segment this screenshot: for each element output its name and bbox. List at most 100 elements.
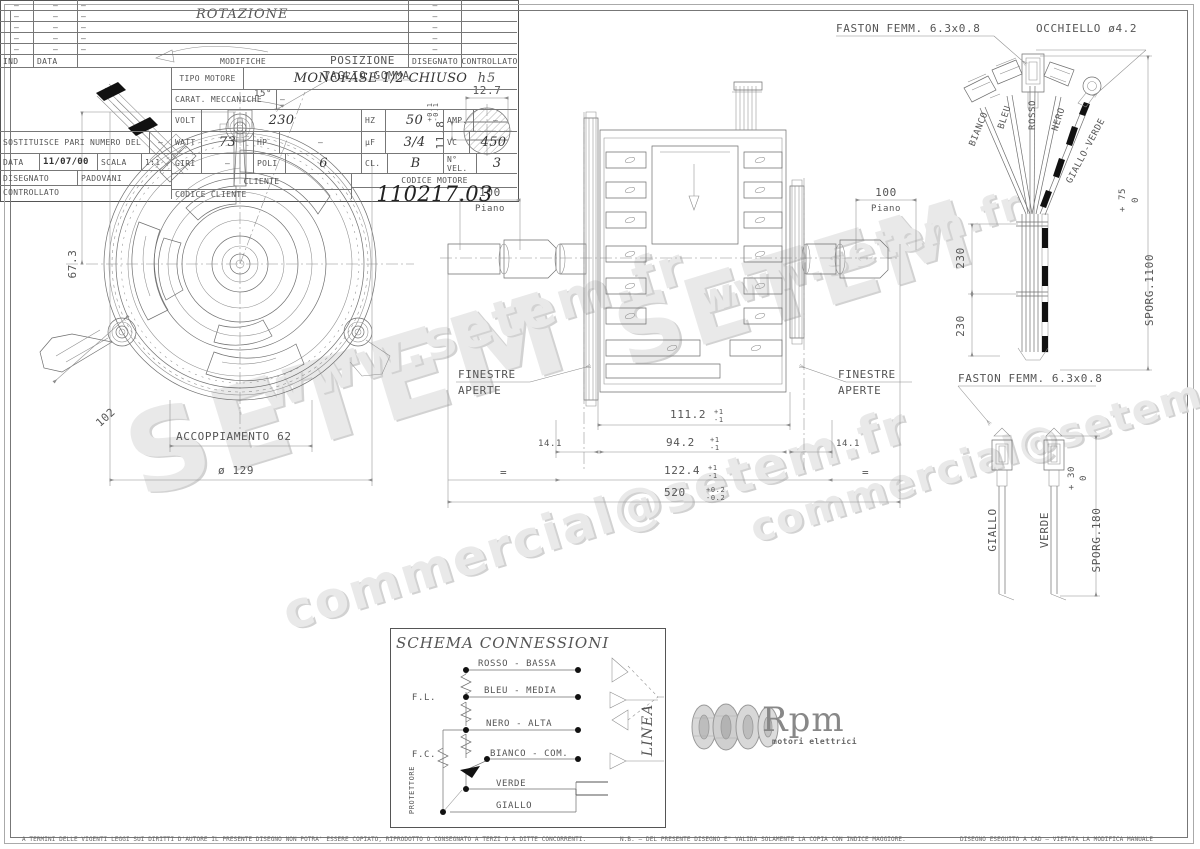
label-plano-left-100: 100	[479, 186, 501, 199]
mod-row-0-mod: –	[78, 0, 409, 11]
nvel-value: 3	[477, 154, 517, 174]
label-dim-122-tm: -1	[708, 472, 718, 480]
label-230-a: 230	[954, 247, 967, 269]
motor-side-section-view	[440, 82, 917, 508]
cl-value: B	[388, 154, 444, 174]
label-dim-520-tp: +0.2	[706, 486, 725, 494]
mod-row-0-ctl	[462, 0, 517, 11]
label-occhiello: OCCHIELLO ø4.2	[1036, 22, 1137, 35]
uf-label: µF	[362, 132, 386, 154]
mod-row-3-mod: –	[78, 33, 409, 44]
mod-row-3-ind: –	[0, 33, 34, 44]
cl-label: CL.	[362, 154, 388, 174]
label-finestre-left-1: FINESTRE	[458, 368, 516, 381]
giri-value: –	[202, 154, 254, 174]
hp-value: –	[280, 132, 362, 154]
poli-label: POLI	[254, 154, 286, 174]
label-finestre-right-2: APERTE	[838, 384, 881, 397]
wire-label-giallo: GIALLO	[986, 508, 999, 551]
label-accoppiamento: ACCOPPIAMENTO 62	[176, 430, 292, 443]
sheet-border-outer	[4, 4, 1194, 844]
schema-label-verde: VERDE	[496, 779, 526, 789]
codice-motore-label: CODICE MOTORE	[352, 174, 517, 188]
label-dim-111-tm: -1	[714, 416, 724, 424]
title-block: – – – – – – – – – – – – – – – – – – – – …	[0, 0, 519, 206]
mod-row-3-ctl	[462, 33, 517, 44]
label-tol-minus: -0.1	[432, 102, 440, 121]
sostituisce-value: –	[150, 132, 172, 154]
mod-row-3-data: –	[34, 33, 78, 44]
schema-label-protettore: PROTETTORE	[408, 766, 416, 814]
label-faston-top: FASTON FEMM. 6.3x0.8	[836, 22, 980, 35]
label-diameter-129: ø 129	[218, 464, 254, 477]
poli-value: 6	[286, 154, 362, 174]
wire-label-bianco: BIANCO	[968, 111, 991, 148]
mod-row-0-dis: –	[409, 0, 462, 11]
label-230-b: 230	[954, 315, 967, 337]
schema-connessioni-panel	[390, 628, 666, 828]
amp-value: –	[474, 110, 517, 132]
mod-row-4-data: –	[34, 44, 78, 55]
schema-label-fl: F.L.	[412, 693, 436, 703]
amp-label: AMP.	[444, 110, 474, 132]
label-angle-15: 15°	[254, 89, 272, 99]
label-posizione: POSIZIONE	[330, 54, 395, 67]
mod-header-controllato: CONTROLLATO	[461, 55, 517, 68]
label-dim-122-tp: +1	[708, 464, 718, 472]
mod-header-ind: IND	[0, 55, 34, 68]
footer-copyright-left: A TERMINI DELLE VIGENTI LEGGI SUI DIRITT…	[22, 836, 587, 843]
hp-label: HP	[254, 132, 280, 154]
vc-label: VC	[444, 132, 470, 154]
mod-row-2-data: –	[34, 22, 78, 33]
label-dim-94: 94.2	[666, 436, 695, 449]
mod-row-0-ind: –	[0, 0, 34, 11]
carat-meccaniche-label: CARAT. MECCANICHE	[172, 90, 277, 110]
schema-label-nero: NERO - ALTA	[486, 719, 552, 729]
mod-row-1-data: –	[34, 11, 78, 22]
footer-note-middle: N.B. – DEL PRESENTE DISEGNO E" VALIDA SO…	[620, 836, 906, 843]
label-plano-right-100: 100	[875, 186, 897, 199]
rpm-brand-subtitle: motori elettrici	[772, 737, 858, 746]
mod-row-1-ind: –	[0, 11, 34, 22]
mod-row-4-ctl	[462, 44, 517, 55]
label-dim-94-tp: +1	[710, 436, 720, 444]
wire-harness-secondary	[958, 386, 1100, 600]
mod-row-1-ctl	[462, 11, 517, 22]
mod-row-4-ind: –	[0, 44, 34, 55]
schema-label-bianco: BIANCO - COM.	[490, 749, 568, 759]
label-finestre-left-2: APERTE	[458, 384, 501, 397]
label-plano-left-sub: Piano	[475, 204, 505, 214]
label-eq-right: =	[862, 466, 869, 479]
data-value: 11/07/00	[40, 154, 98, 171]
mod-row-2-mod: –	[78, 22, 409, 33]
label-sporg-1100-tp: + 75	[1118, 188, 1128, 212]
mod-row-2-dis: –	[409, 22, 462, 33]
nvel-label: N° VEL.	[444, 154, 477, 174]
label-finestre-right-1: FINESTRE	[838, 368, 896, 381]
giri-label: GIRI	[172, 154, 202, 174]
label-faston-bottom: FASTON FEMM. 6.3x0.8	[958, 372, 1102, 385]
schema-label-linea: LINEA	[640, 704, 656, 757]
mod-header-modifiche: MODIFICHE	[78, 55, 409, 68]
label-sporg-180-tp: + 30	[1067, 466, 1077, 490]
codice-motore-value: 110217.03	[376, 181, 493, 206]
tipo-motore-label: TIPO MOTORE	[172, 68, 244, 90]
wire-label-giallo-verde: GIALLO-VERDE	[1065, 117, 1108, 185]
rpm-logo-icon	[691, 703, 779, 751]
schema-title: SCHEMA CONNESSIONI	[396, 634, 609, 652]
sheet-border-inner	[10, 10, 1188, 838]
label-height-67: 67.3	[66, 250, 79, 279]
vc-value: 450	[470, 132, 517, 154]
hz-label: HZ	[362, 110, 386, 132]
label-sporg-1100: SPORG.1100	[1143, 254, 1156, 326]
mod-row-3-dis: –	[409, 33, 462, 44]
watt-value: 73	[202, 132, 254, 154]
label-dim-111: 111.2	[670, 408, 706, 421]
label-taglio-gomma: TAGLIO GOMMA	[323, 69, 410, 82]
label-dim-111-tp: +1	[714, 408, 724, 416]
volt-label: VOLT	[172, 110, 202, 132]
wire-label-rosso: ROSSO	[1028, 100, 1038, 130]
schema-label-fc: F.C.	[412, 750, 436, 760]
volt-value: 230	[202, 110, 362, 132]
